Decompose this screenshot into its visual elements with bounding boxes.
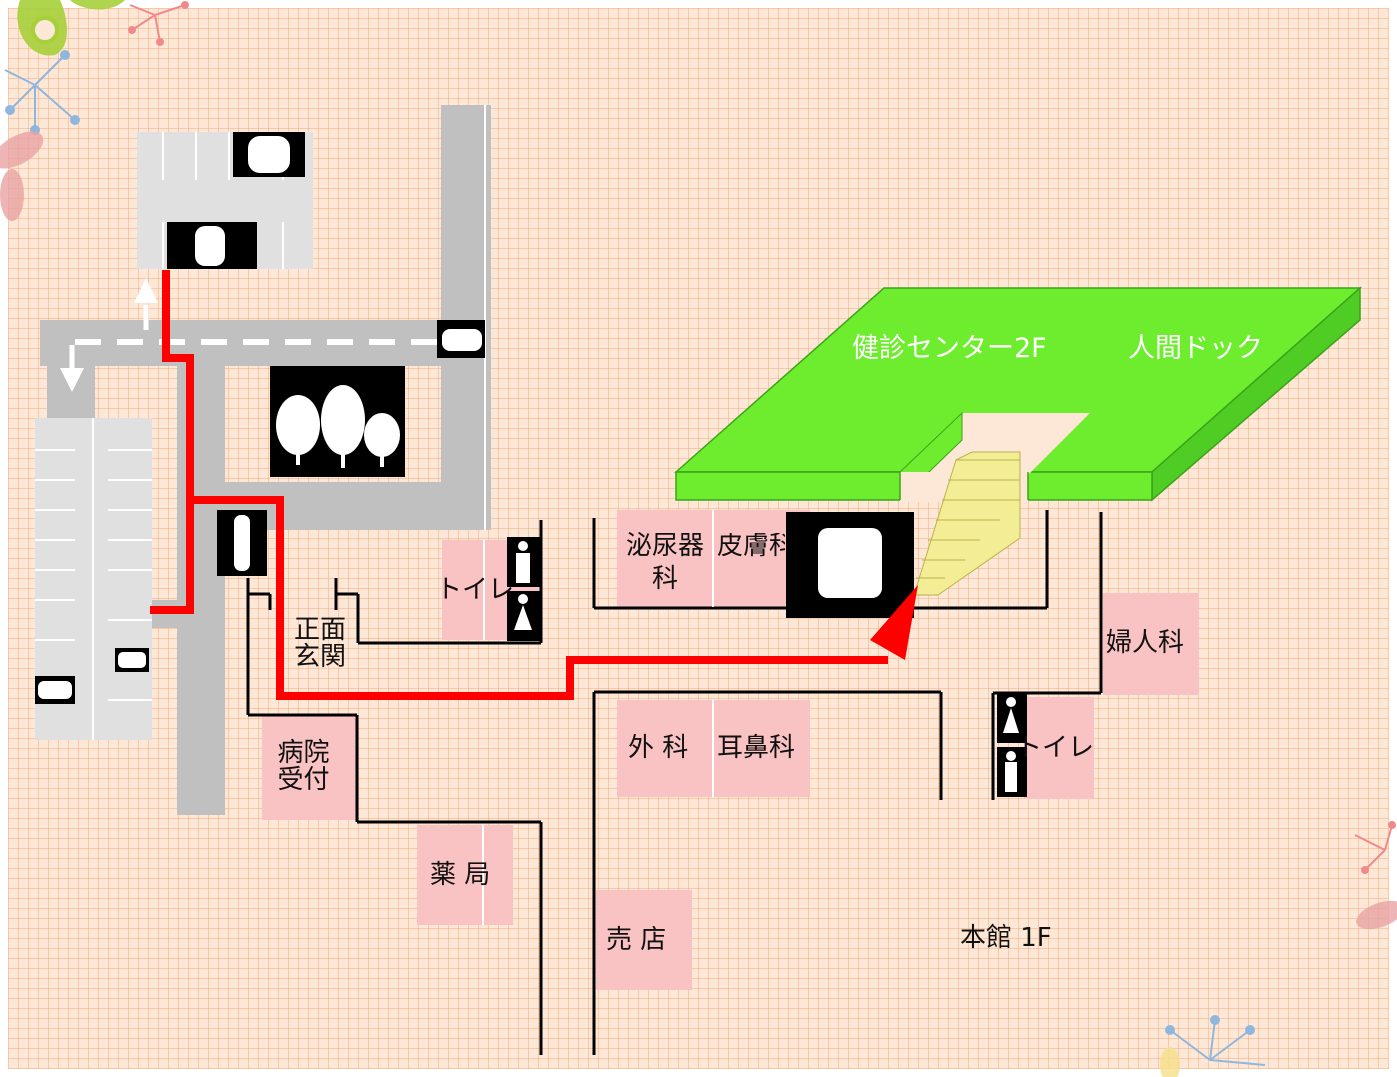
main-entrance-line1: 正面 (294, 615, 347, 645)
pharmacy-label: 薬 局 (430, 860, 491, 890)
elevator-icon (786, 512, 914, 618)
road-vertical-mid (177, 340, 225, 815)
shop-room (596, 890, 692, 990)
main-entrance-label: 正面 玄関 (294, 615, 347, 673)
toilet-right-label: トイレ (1015, 735, 1094, 763)
trees-icon-shapes (276, 385, 400, 468)
urology-label-line1: 泌尿器 (625, 531, 704, 561)
road-markings (60, 105, 486, 530)
gynecology-label: 婦人科 (1106, 628, 1185, 658)
sparkle-decoration (1354, 821, 1396, 874)
toilet-icons-left (507, 537, 540, 641)
ningen-dock-label: 人間ドック (1128, 333, 1263, 364)
shop-label: 売 店 (606, 925, 667, 955)
reception-label-line2: 受付 (277, 765, 330, 796)
car-icons (35, 132, 485, 704)
surgery-label: 外 科 (628, 733, 689, 763)
petal-decoration (1160, 1047, 1180, 1077)
petal-decoration (1356, 900, 1397, 930)
toilet-right-room (1024, 697, 1094, 799)
gynecology-room (1103, 593, 1199, 695)
urology-room (617, 510, 713, 607)
pharmacy-room (417, 825, 513, 925)
main-building-label: 本館 1F (960, 923, 1052, 953)
ent-room (714, 700, 810, 797)
main-entrance-line2: 玄関 (294, 642, 347, 673)
kenshin-center-label: 健診センター2F (852, 333, 1047, 364)
urology-label-line2: 科 (651, 564, 678, 595)
sparkle-decoration (1165, 1015, 1266, 1066)
urology-label: 泌尿器 科 (617, 531, 713, 595)
surgery-room (617, 700, 713, 797)
dermatology-label: 皮膚科 (717, 533, 785, 561)
toilet-left-label: トイレ (436, 575, 515, 605)
ent-label: 耳鼻科 (717, 733, 796, 763)
sparkle-decoration (128, 1, 189, 46)
flower-decoration (17, 0, 125, 56)
reception-label: 病院 受付 (262, 738, 345, 796)
sparkle-decoration (4, 50, 80, 135)
stairs-icon (913, 451, 1021, 596)
red-route-arrow (150, 270, 888, 700)
toilet-icons-right (997, 693, 1027, 797)
reception-room (262, 715, 357, 820)
route-arrowhead (870, 585, 918, 660)
road-vertical-right (441, 105, 491, 530)
petal-decoration (0, 131, 44, 221)
room-dividers (482, 510, 714, 925)
building-walls (246, 510, 1103, 1055)
reception-label-line1: 病院 (277, 738, 330, 768)
